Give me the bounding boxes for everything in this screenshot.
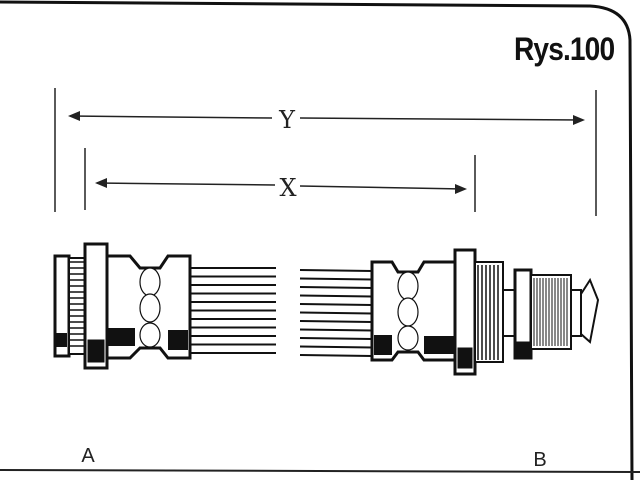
end-label-b: B <box>533 449 546 471</box>
dimension-y-label: Y <box>278 106 296 134</box>
hose-strand <box>299 320 373 323</box>
hose-strand <box>299 269 373 272</box>
fitting-b <box>370 248 600 376</box>
hose-strand <box>299 286 373 289</box>
figure-title: Rys.100 <box>514 32 614 67</box>
dimension-y: Y <box>68 106 585 134</box>
hose-strand <box>299 354 373 357</box>
hose-strand <box>299 303 373 306</box>
end-label-a: A <box>81 445 95 467</box>
hose-strand <box>299 337 373 340</box>
extension-lines <box>54 88 597 216</box>
hose-strand <box>299 345 373 349</box>
hose-strand <box>299 277 373 281</box>
dimension-x-label: X <box>279 174 296 202</box>
bottom-rule <box>0 469 640 473</box>
hose-body <box>190 267 373 357</box>
dimension-x: X <box>95 174 467 202</box>
fitting-a <box>53 242 192 370</box>
hose-strand <box>299 311 373 315</box>
hose-strand <box>299 328 373 332</box>
hose-strand <box>299 294 373 298</box>
